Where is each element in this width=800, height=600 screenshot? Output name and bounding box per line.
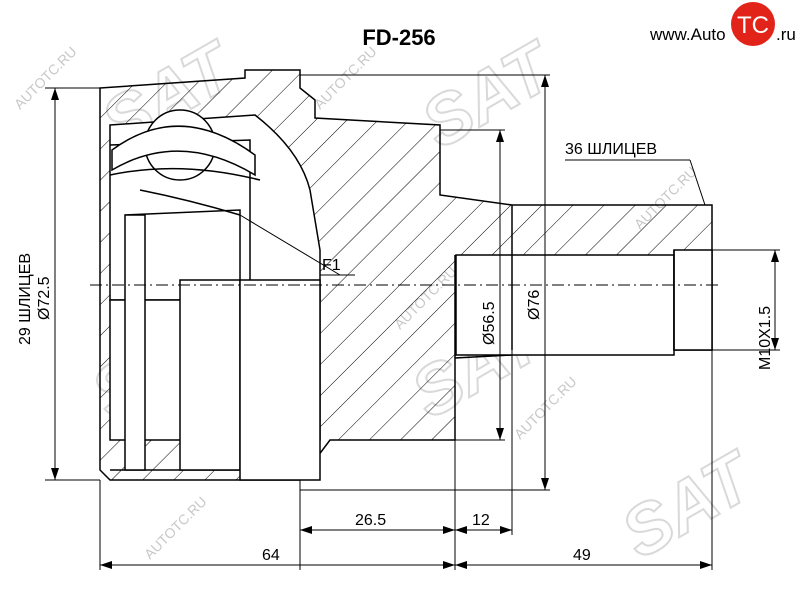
cage-left-wall xyxy=(124,214,146,471)
inner-hub xyxy=(239,279,321,481)
brand-prefix: www.Auto xyxy=(649,25,726,44)
brand-suffix: .ru xyxy=(776,25,796,44)
leader-36-splines-arrow xyxy=(689,159,706,206)
label-f1: F1 xyxy=(322,257,341,274)
brand-logo: www.Auto TC .ru xyxy=(649,2,796,46)
svg-text:www.Auto: www.Auto xyxy=(649,25,726,44)
watermark-text: AUTOTC.RU xyxy=(11,43,80,112)
label-splines-left: 29 ШЛИЦЕВ xyxy=(17,253,34,345)
boot-groove xyxy=(111,125,256,177)
stem-bore xyxy=(455,254,675,356)
race-curve-2 xyxy=(139,189,241,216)
race-curve xyxy=(109,167,261,181)
inner-race xyxy=(179,279,241,471)
label-len-26: 26.5 xyxy=(355,512,386,529)
cv-joint-body xyxy=(99,69,713,481)
label-dia-56: Ø56.5 xyxy=(481,301,498,345)
label-thread: M10X1.5 xyxy=(757,306,774,370)
watermark-logo: SAT xyxy=(609,435,769,573)
label-len-12: 12 xyxy=(472,512,490,529)
brand-mark: TC xyxy=(737,12,769,39)
watermark-text: AUTOTC.RU xyxy=(311,43,380,112)
dimension-lines xyxy=(45,74,780,570)
brand-mark-circle xyxy=(731,2,775,46)
thread-section xyxy=(673,249,713,351)
label-len-64: 64 xyxy=(262,547,280,564)
watermark-text: AUTOTC.RU xyxy=(141,493,210,562)
label-len-49: 49 xyxy=(573,547,591,564)
labels: 29 ШЛИЦЕВ Ø72.5 36 ШЛИЦЕВ F1 Ø56.5 Ø76 M… xyxy=(17,141,774,564)
leader-f1 xyxy=(239,214,341,276)
part-number-title: FD-256 xyxy=(362,25,435,50)
label-dia-72: Ø72.5 xyxy=(36,276,53,320)
label-splines-right: 36 ШЛИЦЕВ xyxy=(565,141,657,158)
label-dia-76: Ø76 xyxy=(526,290,543,320)
